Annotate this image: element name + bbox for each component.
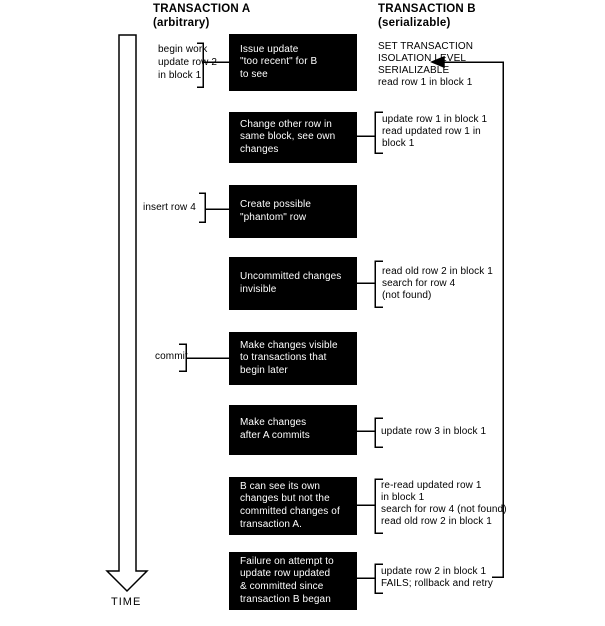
event-box-row-1: Issue update "too recent" for B to see: [229, 34, 357, 91]
time-arrow: [105, 34, 149, 593]
right-bracket-row-6: [357, 417, 383, 448]
time-axis-label: TIME: [111, 596, 142, 608]
right-bracket-row-2: [357, 111, 383, 154]
right-note-row-7: re-read updated row 1 in block 1 search …: [381, 480, 507, 527]
right-note-row-4: read old row 2 in block 1 search for row…: [382, 266, 493, 301]
left-bracket-row-3: [199, 192, 229, 223]
column-b-title: TRANSACTION B: [378, 3, 476, 15]
right-note-row-2: update row 1 in block 1 read updated row…: [382, 114, 488, 149]
right-bracket-row-8: [357, 563, 383, 594]
event-box-row-5: Make changes visible to transactions tha…: [229, 332, 357, 385]
right-note-row-1: SET TRANSACTION ISOLATION LEVEL SERIALIZ…: [378, 41, 474, 88]
column-b-subtitle: (serializable): [378, 16, 451, 29]
column-a-title: TRANSACTION A: [153, 3, 251, 15]
column-b-header: TRANSACTION B (serializable): [378, 3, 476, 30]
event-box-row-2: Change other row in same block, see own …: [229, 112, 357, 163]
left-note-row-5: commit: [155, 351, 188, 362]
right-note-row-6: update row 3 in block 1: [381, 426, 487, 437]
column-a-subtitle: (arbitrary): [153, 16, 210, 29]
event-box-row-6: Make changes after A commits: [229, 405, 357, 455]
left-note-row-1: begin work update row 2 in block 1: [158, 44, 218, 81]
right-note-row-8: update row 2 in block 1 FAILS; rollback …: [381, 566, 493, 589]
event-box-row-3: Create possible "phantom" row: [229, 185, 357, 238]
event-box-row-4: Uncommitted changes invisible: [229, 257, 357, 310]
right-bracket-row-4: [357, 260, 383, 308]
event-box-row-7: B can see its own changes but not the co…: [229, 477, 357, 535]
event-box-row-8: Failure on attempt to update row updated…: [229, 552, 357, 610]
left-note-row-3: insert row 4: [143, 202, 196, 213]
right-bracket-row-7: [357, 478, 383, 534]
column-a-header: TRANSACTION A (arbitrary): [153, 3, 250, 30]
